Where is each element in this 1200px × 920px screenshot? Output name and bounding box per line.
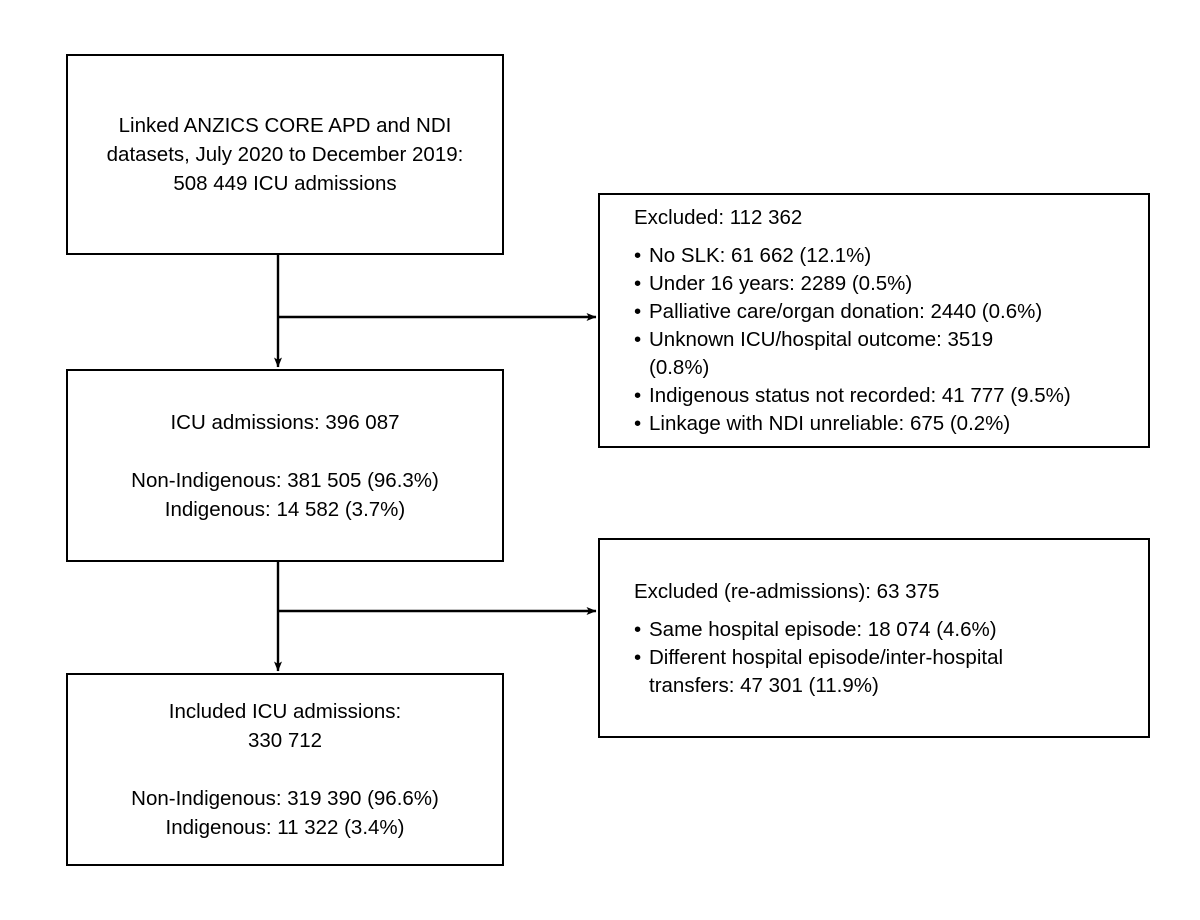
list-item: Under 16 years: 2289 (0.5%) — [634, 270, 1071, 298]
source-dataset-text: Linked ANZICS CORE APD and NDI datasets,… — [106, 114, 464, 195]
node-icu-admissions: ICU admissions: 396 087 Non-Indigenous: … — [66, 369, 504, 562]
excluded-primary-list: No SLK: 61 662 (12.1%) Under 16 years: 2… — [634, 242, 1071, 438]
list-item: Different hospital episode/inter-hospita… — [634, 644, 1003, 700]
included-admissions-total: Included ICU admissions: 330 712 — [168, 700, 402, 752]
node-excluded-readmissions: Excluded (re-admissions): 63 375 Same ho… — [598, 538, 1150, 738]
node-included-admissions: Included ICU admissions: 330 712 Non-Ind… — [66, 673, 504, 866]
list-item: Linkage with NDI unreliable: 675 (0.2%) — [634, 410, 1071, 438]
excluded-primary-title: Excluded: 112 362 — [634, 206, 803, 229]
excluded-readmissions-title: Excluded (re-admissions): 63 375 — [634, 579, 940, 603]
node-source-dataset: Linked ANZICS CORE APD and NDI datasets,… — [66, 54, 504, 255]
list-item: Indigenous status not recorded: 41 777 (… — [634, 382, 1071, 410]
excluded-readmissions-list: Same hospital episode: 18 074 (4.6%) Dif… — [634, 616, 1003, 700]
list-item: Palliative care/organ donation: 2440 (0.… — [634, 298, 1071, 326]
list-item: Same hospital episode: 18 074 (4.6%) — [634, 616, 1003, 644]
node-excluded-primary: Excluded: 112 362 No SLK: 61 662 (12.1%)… — [598, 193, 1150, 448]
list-item: Unknown ICU/hospital outcome: 3519 (0.8%… — [634, 326, 1071, 382]
list-item: No SLK: 61 662 (12.1%) — [634, 242, 1071, 270]
included-admissions-breakdown: Non-Indigenous: 319 390 (96.6%) Indigeno… — [131, 787, 439, 839]
icu-admissions-total: ICU admissions: 396 087 — [170, 410, 400, 434]
icu-admissions-breakdown: Non-Indigenous: 381 505 (96.3%) Indigeno… — [131, 468, 439, 521]
